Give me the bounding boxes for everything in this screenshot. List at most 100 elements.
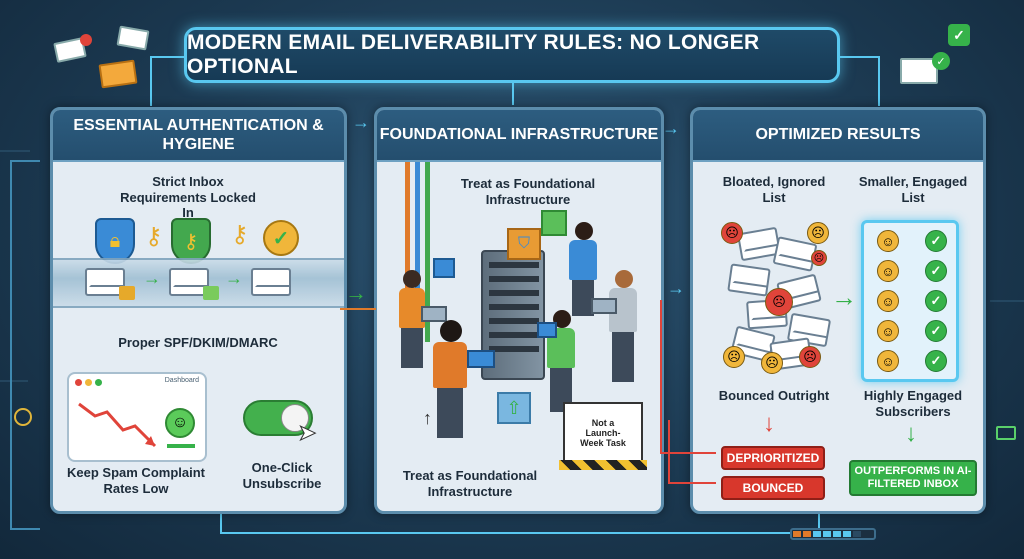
down-arrow-icon: ↓ xyxy=(763,410,775,437)
mail-envelope-icon xyxy=(996,426,1016,440)
check-icon: ✓ xyxy=(925,230,947,252)
sad-face-icon: ☹ xyxy=(721,222,743,244)
toggle-knob xyxy=(281,404,309,432)
connector-line xyxy=(150,56,184,106)
blue-node-icon xyxy=(433,258,455,278)
mail-envelope-icon xyxy=(116,25,150,51)
notification-dot-icon xyxy=(80,34,92,46)
sad-face-icon: ☹ xyxy=(807,222,829,244)
sad-face-icon: ☹ xyxy=(811,250,827,266)
happy-face-icon: ☺ xyxy=(877,290,899,312)
checkmark-circle-icon: ✓ xyxy=(932,52,950,70)
deprioritized-badge: DEPRIORITIZED xyxy=(721,446,825,470)
engineer-figure xyxy=(397,270,427,370)
progress-bar xyxy=(790,528,876,540)
green-cube-icon xyxy=(541,210,567,236)
panel-infrastructure: FOUNDATIONAL INFRASTRUCTURE Treat as Fou… xyxy=(374,107,664,514)
unsubscribe-toggle[interactable] xyxy=(243,400,313,436)
upload-cube-icon: ⇧ xyxy=(497,392,531,424)
pipe-arrow-icon: → xyxy=(225,268,243,288)
connector-line xyxy=(10,160,40,530)
dashboard-title: Dashboard xyxy=(164,377,199,384)
happy-face-icon: ☺ xyxy=(877,260,899,282)
connector-line xyxy=(840,56,880,106)
happy-face-icon: ☺ xyxy=(877,230,899,252)
bounced-badge: BOUNCED xyxy=(721,476,825,500)
spf-label: Proper SPF/DKIM/DMARC xyxy=(118,335,278,350)
main-title: MODERN EMAIL DELIVERABILITY RULES: NO LO… xyxy=(187,31,760,78)
mail-envelope-icon xyxy=(900,58,938,84)
smiley-icon xyxy=(14,408,32,426)
orange-flow-line xyxy=(340,308,376,310)
outperforms-badge: OUTPERFORMS IN AI-FILTERED INBOX xyxy=(849,460,977,496)
flow-arrow-icon: → xyxy=(352,112,370,132)
panel-header: FOUNDATIONAL INFRASTRUCTURE xyxy=(377,110,661,162)
key-icon: ⚷ xyxy=(231,221,249,248)
shield-cube-icon: ⛉ xyxy=(507,228,541,260)
dashboard-window: Dashboard ☺ xyxy=(67,372,207,462)
infrastructure-top-label: Treat as Foundational Infrastructure xyxy=(460,176,596,207)
check-icon: ✓ xyxy=(925,260,947,282)
down-arrow-icon: ↓ xyxy=(905,420,917,447)
seal-check-icon: ✓ xyxy=(263,220,299,256)
laptop-icon xyxy=(591,298,617,314)
laptop-icon xyxy=(421,306,447,322)
sad-face-icon: ☹ xyxy=(761,352,783,374)
happy-face-icon: ☺ xyxy=(165,408,195,438)
shield-key-icon: ⚷ xyxy=(171,218,211,264)
cable-bundle xyxy=(405,162,455,372)
tablet-icon xyxy=(537,322,557,338)
panel-authentication: ESSENTIAL AUTHENTICATION & HYGIENE Stric… xyxy=(50,107,347,514)
connector-line xyxy=(220,514,820,534)
laptop-icon xyxy=(467,350,495,368)
check-icon: ✓ xyxy=(925,350,947,372)
panel-header: OPTIMIZED RESULTS xyxy=(693,110,983,162)
up-arrow-icon: ↑ xyxy=(423,408,432,428)
envelope-icon xyxy=(85,268,125,296)
lock-icon xyxy=(203,286,219,300)
key-icon: ⚷ xyxy=(145,223,163,250)
flow-arrow-icon: → xyxy=(667,278,685,298)
engaged-subscribers-label: Highly Engaged Subscribers xyxy=(863,388,963,419)
panel-results: OPTIMIZED RESULTS Bloated, Ignored List … xyxy=(690,107,986,514)
check-icon: ✓ xyxy=(925,290,947,312)
declining-chart xyxy=(78,402,157,448)
barrier-stripes xyxy=(559,460,647,470)
angry-face-icon: ☹ xyxy=(765,288,793,316)
server-rack xyxy=(481,250,545,380)
flow-arrow-icon: → xyxy=(662,118,680,138)
infrastructure-bottom-label: Treat as Foundational Infrastructure xyxy=(402,468,538,499)
lock-icon xyxy=(119,286,135,300)
mail-envelope-icon xyxy=(98,59,138,89)
red-flow-line xyxy=(668,420,716,484)
spam-label: Keep Spam Complaint Rates Low xyxy=(67,465,205,496)
background-line xyxy=(990,300,1024,302)
background-line xyxy=(0,380,28,382)
bounced-outright-label: Bounced Outright xyxy=(718,388,830,403)
window-controls xyxy=(75,379,102,386)
engineer-figure xyxy=(569,222,599,322)
bloated-list-label: Bloated, Ignored List xyxy=(722,174,826,205)
checkmark-badge-icon: ✓ xyxy=(948,24,970,46)
connector-line xyxy=(512,83,514,105)
check-icon: ✓ xyxy=(925,320,947,342)
strict-requirements-label: Strict Inbox Requirements Locked In xyxy=(120,174,256,221)
barrier-sign: Not a Launch-Week Task xyxy=(563,402,643,466)
unsubscribe-label: One-Click Unsubscribe xyxy=(242,460,322,491)
transition-arrow-icon: → xyxy=(831,282,857,312)
engineer-figure xyxy=(609,270,639,390)
main-title-box: MODERN EMAIL DELIVERABILITY RULES: NO LO… xyxy=(184,27,840,83)
panel-header: ESSENTIAL AUTHENTICATION & HYGIENE xyxy=(53,110,344,162)
engaged-list-label: Smaller, Engaged List xyxy=(858,174,968,205)
engineer-figure xyxy=(433,320,469,445)
happy-face-icon: ☺ xyxy=(877,350,899,372)
sad-face-icon: ☹ xyxy=(723,346,745,368)
angry-face-icon: ☹ xyxy=(799,346,821,368)
barrier-sign-text: Not a Launch-Week Task xyxy=(580,418,626,448)
pipe-arrow-icon: → xyxy=(143,268,161,288)
red-flow-line xyxy=(660,300,716,454)
envelope-icon xyxy=(169,268,209,296)
background-line xyxy=(0,150,30,152)
happy-face-icon: ☺ xyxy=(877,320,899,342)
cursor-icon: ➤ xyxy=(297,420,317,446)
